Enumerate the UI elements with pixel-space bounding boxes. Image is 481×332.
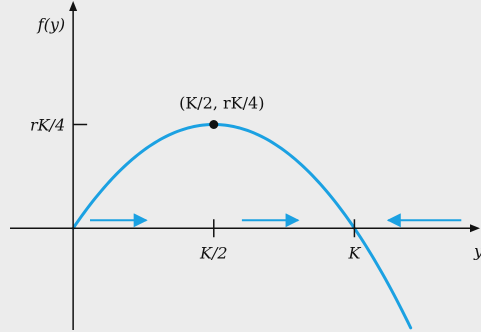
y-tick-label-1: rK/4 (30, 116, 65, 135)
max-point-marker (209, 120, 219, 129)
y-axis-arrowhead (69, 1, 78, 11)
x-tick-label-1: K/2 (199, 243, 228, 262)
max-point-label: (K/2, rK/4) (179, 94, 264, 113)
x-axis-arrowhead (470, 224, 480, 233)
x-axis-label: y (473, 241, 481, 260)
y-axis-label: f(y) (37, 15, 65, 34)
x-tick-label-2: K (347, 243, 361, 262)
